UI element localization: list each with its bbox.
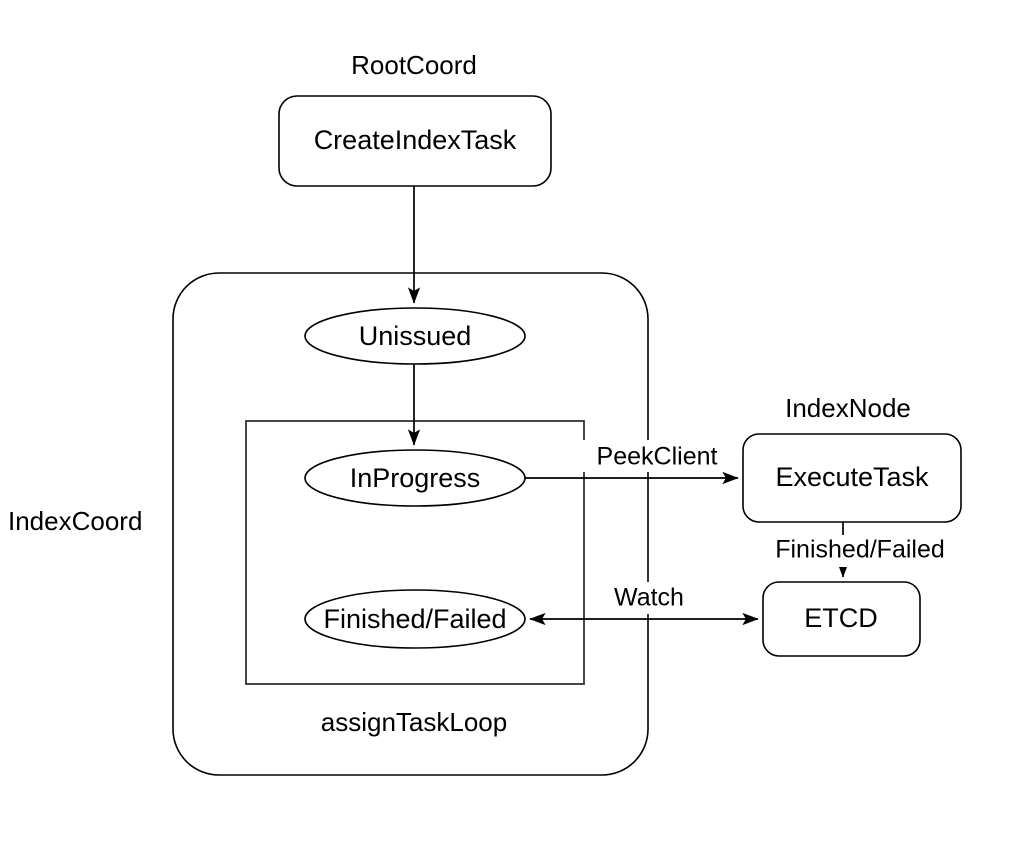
node-execute-task[interactable]: ExecuteTask bbox=[742, 433, 962, 523]
group-label-assigntaskloop: assignTaskLoop bbox=[321, 707, 507, 737]
node-create-index-task-label: CreateIndexTask bbox=[314, 125, 517, 155]
group-label-indexnode: IndexNode bbox=[785, 393, 911, 423]
node-create-index-task[interactable]: CreateIndexTask bbox=[278, 95, 552, 187]
node-execute-task-label: ExecuteTask bbox=[775, 462, 929, 492]
group-label-rootcoord: RootCoord bbox=[351, 50, 477, 80]
node-etcd[interactable]: ETCD bbox=[762, 581, 921, 657]
node-finished-failed-state[interactable]: Finished/Failed bbox=[304, 589, 526, 649]
edge-label-watch-text: Watch bbox=[614, 584, 684, 612]
group-indexcoord-container bbox=[172, 272, 649, 776]
edge-label-finished-failed-text: Finished/Failed bbox=[775, 536, 945, 564]
edge-label-peekclient: PeekClient bbox=[582, 440, 732, 472]
node-etcd-shape bbox=[762, 581, 921, 657]
node-inprogress-label: InProgress bbox=[350, 463, 481, 493]
group-assigntaskloop-container bbox=[245, 420, 585, 685]
node-create-index-task-shape bbox=[278, 95, 552, 187]
group-label-indexcoord: IndexCoord bbox=[8, 506, 142, 536]
node-unissued[interactable]: Unissued bbox=[304, 307, 526, 365]
edge-label-watch: Watch bbox=[602, 582, 696, 614]
edge-label-finished-failed-backdrop bbox=[758, 535, 962, 567]
edge-label-peekclient-text: PeekClient bbox=[597, 443, 718, 471]
node-etcd-label: ETCD bbox=[804, 603, 878, 633]
node-execute-task-shape bbox=[742, 433, 962, 523]
node-unissued-label: Unissued bbox=[359, 321, 472, 351]
node-unissued-shape bbox=[304, 307, 526, 365]
node-inprogress-shape bbox=[304, 449, 526, 507]
edge-label-peekclient-backdrop bbox=[582, 440, 732, 472]
node-finished-failed-state-label: Finished/Failed bbox=[323, 604, 506, 634]
edge-label-finished-failed: Finished/Failed bbox=[758, 535, 962, 567]
node-inprogress[interactable]: InProgress bbox=[304, 449, 526, 507]
edge-label-watch-backdrop bbox=[602, 582, 696, 614]
node-finished-failed-state-shape bbox=[304, 589, 526, 649]
